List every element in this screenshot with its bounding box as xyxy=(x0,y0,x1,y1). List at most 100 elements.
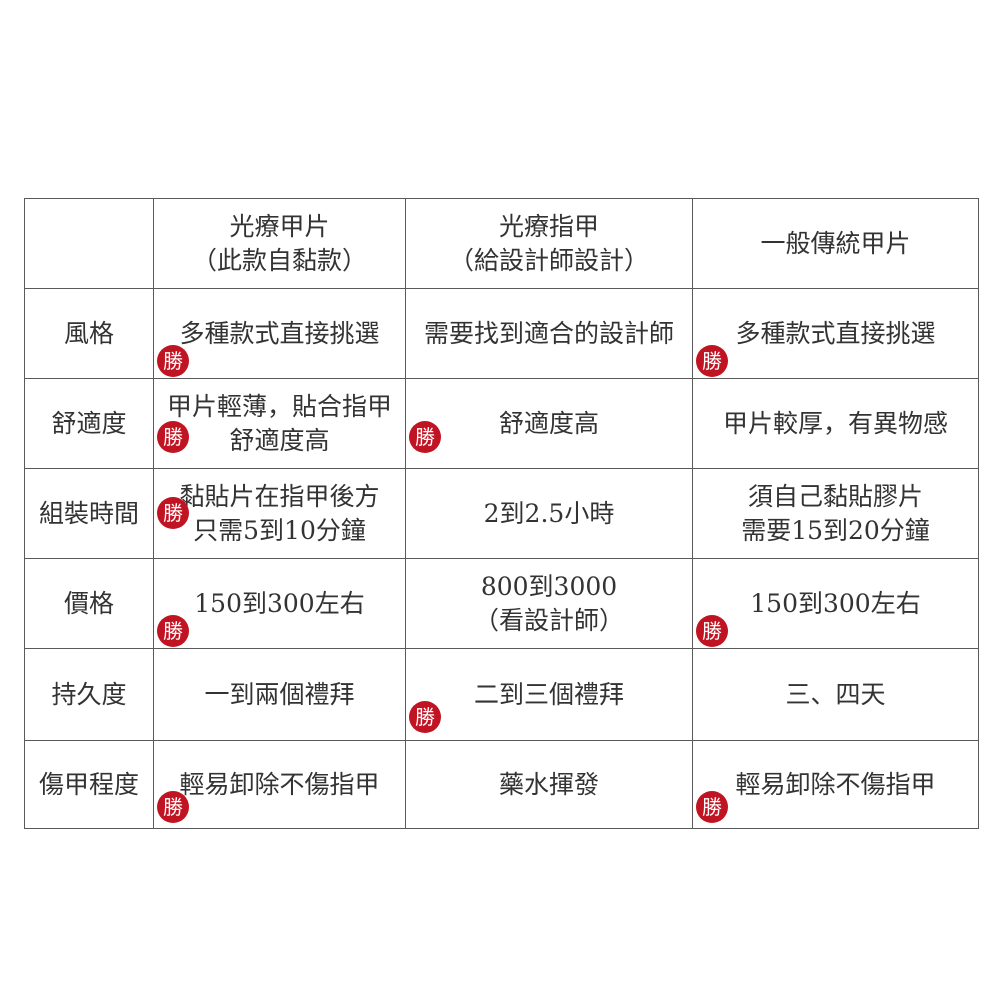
row-label: 舒適度 xyxy=(51,408,127,438)
header-corner-cell xyxy=(24,198,154,289)
cell-content: 藥水揮發 xyxy=(407,742,692,828)
cell-traditional-tips: 甲片較厚，有異物感 xyxy=(692,378,979,469)
win-badge: 勝 xyxy=(696,615,728,647)
cell-content: 甲片輕薄，貼合指甲舒適度高 xyxy=(155,380,405,468)
cell-content: 150到300左右 xyxy=(155,560,405,648)
cell-press-on-gel: 多種款式直接挑選勝 xyxy=(153,288,406,379)
cell-press-on-gel: 150到300左右勝 xyxy=(153,558,406,649)
cell-text-line: 只需5到10分鐘 xyxy=(193,515,366,545)
cell-press-on-gel: 黏貼片在指甲後方只需5到10分鐘勝 xyxy=(153,468,406,559)
cell-text-line: 須自己黏貼膠片 xyxy=(747,481,923,511)
cell-text-line: 多種款式直接挑選 xyxy=(735,318,936,348)
cell-content: 2到2.5小時 xyxy=(407,470,692,558)
cell-gel-nails: 2到2.5小時 xyxy=(405,468,693,559)
comparison-table: 光療甲片 （此款自黏款） 光療指甲 （給設計師設計） 一般傳統甲片 風格 多種款式… xyxy=(24,198,979,829)
header-line: 一般傳統甲片 xyxy=(760,228,911,258)
win-badge: 勝 xyxy=(696,345,728,377)
win-badge: 勝 xyxy=(157,497,189,529)
cell-text-line: 舒適度高 xyxy=(498,408,599,438)
header-row: 光療甲片 （此款自黏款） 光療指甲 （給設計師設計） 一般傳統甲片 xyxy=(24,198,979,289)
table-row: 舒適度甲片輕薄，貼合指甲舒適度高勝舒適度高勝甲片較厚，有異物感 xyxy=(24,378,979,469)
cell-content: 800到3000 （看設計師） xyxy=(407,560,692,648)
cell-text-line: 三、四天 xyxy=(785,679,886,709)
win-badge: 勝 xyxy=(157,345,189,377)
cell-traditional-tips: 150到300左右勝 xyxy=(692,558,979,649)
cell-content: 多種款式直接挑選 xyxy=(694,290,978,378)
cell-content: 黏貼片在指甲後方只需5到10分鐘 xyxy=(155,470,405,558)
header-cell-content: 光療指甲 （給設計師設計） xyxy=(407,200,692,288)
table-row: 持久度 一到兩個禮拜 二到三個禮拜勝 三、四天 xyxy=(24,648,979,741)
cell-press-on-gel: 輕易卸除不傷指甲勝 xyxy=(153,740,406,829)
row-label: 組裝時間 xyxy=(38,498,139,528)
win-badge: 勝 xyxy=(157,791,189,823)
cell-gel-nails: 二到三個禮拜勝 xyxy=(405,648,693,741)
row-label-cell: 持久度 xyxy=(24,648,154,741)
cell-text-line: 150到300左右 xyxy=(750,588,921,618)
row-label: 風格 xyxy=(63,318,114,348)
table-row: 傷甲程度輕易卸除不傷指甲勝藥水揮發輕易卸除不傷指甲勝 xyxy=(24,740,979,829)
cell-content: 一到兩個禮拜 xyxy=(155,650,405,740)
cell-content: 多種款式直接挑選 xyxy=(155,290,405,378)
cell-text-line: 黏貼片在指甲後方 xyxy=(179,481,380,511)
cell-text-line: 需要15到20分鐘 xyxy=(741,515,930,545)
cell-traditional-tips: 多種款式直接挑選勝 xyxy=(692,288,979,379)
row-label-content: 組裝時間 xyxy=(26,470,153,558)
cell-text-line: 150到300左右 xyxy=(194,588,365,618)
cell-text-line: 輕易卸除不傷指甲 xyxy=(179,769,380,799)
row-label-cell: 組裝時間 xyxy=(24,468,154,559)
cell-press-on-gel: 一到兩個禮拜 xyxy=(153,648,406,741)
cell-text-line: 甲片較厚，有異物感 xyxy=(722,408,948,438)
header-cell-content: 一般傳統甲片 xyxy=(694,200,978,288)
cell-content: 甲片較厚，有異物感 xyxy=(694,380,978,468)
row-label-content: 價格 xyxy=(26,560,153,648)
cell-content: 輕易卸除不傷指甲 xyxy=(155,742,405,828)
cell-text-line: 舒適度高 xyxy=(229,425,330,455)
cell-gel-nails: 舒適度高勝 xyxy=(405,378,693,469)
header-cell-content: 光療甲片 （此款自黏款） xyxy=(155,200,405,288)
cell-content: 需要找到適合的設計師 xyxy=(407,290,692,378)
cell-text-line: 800到3000 xyxy=(480,571,618,601)
win-badge: 勝 xyxy=(157,421,189,453)
win-badge: 勝 xyxy=(157,615,189,647)
cell-content: 二到三個禮拜 xyxy=(407,650,692,740)
cell-content: 輕易卸除不傷指甲 xyxy=(694,742,978,828)
header-line: （此款自黏款） xyxy=(191,245,367,275)
row-label-content: 持久度 xyxy=(26,650,153,740)
cell-content: 三、四天 xyxy=(694,650,978,740)
header-cell-traditional-tips: 一般傳統甲片 xyxy=(692,198,979,289)
cell-traditional-tips: 須自己黏貼膠片需要15到20分鐘 xyxy=(692,468,979,559)
win-badge: 勝 xyxy=(409,701,441,733)
row-label-content: 風格 xyxy=(26,290,153,378)
row-label: 持久度 xyxy=(51,679,127,709)
header-cell-gel-nails: 光療指甲 （給設計師設計） xyxy=(405,198,693,289)
row-label: 傷甲程度 xyxy=(38,769,139,799)
row-label-content: 傷甲程度 xyxy=(26,742,153,828)
cell-text-line: 一到兩個禮拜 xyxy=(204,679,355,709)
header-line: （給設計師設計） xyxy=(448,245,649,275)
comparison-table-body: 光療甲片 （此款自黏款） 光療指甲 （給設計師設計） 一般傳統甲片 風格 多種款式… xyxy=(24,198,979,829)
cell-gel-nails: 需要找到適合的設計師 xyxy=(405,288,693,379)
cell-text-line: 多種款式直接挑選 xyxy=(179,318,380,348)
cell-text-line: 需要找到適合的設計師 xyxy=(423,318,674,348)
cell-text-line: 輕易卸除不傷指甲 xyxy=(735,769,936,799)
cell-press-on-gel: 甲片輕薄，貼合指甲舒適度高勝 xyxy=(153,378,406,469)
header-line: 光療甲片 xyxy=(229,211,330,241)
cell-text-line: 2到2.5小時 xyxy=(483,498,615,528)
cell-gel-nails: 800到3000 （看設計師） xyxy=(405,558,693,649)
row-label-cell: 傷甲程度 xyxy=(24,740,154,829)
row-label-content: 舒適度 xyxy=(26,380,153,468)
cell-traditional-tips: 三、四天 xyxy=(692,648,979,741)
row-label-cell: 價格 xyxy=(24,558,154,649)
cell-traditional-tips: 輕易卸除不傷指甲勝 xyxy=(692,740,979,829)
row-label-cell: 風格 xyxy=(24,288,154,379)
row-label: 價格 xyxy=(63,588,114,618)
cell-content: 150到300左右 xyxy=(694,560,978,648)
cell-text-line: （看設計師） xyxy=(473,605,624,635)
header-cell-press-on-gel: 光療甲片 （此款自黏款） xyxy=(153,198,406,289)
cell-text-line: 甲片輕薄，貼合指甲 xyxy=(166,391,392,421)
cell-text-line: 藥水揮發 xyxy=(498,769,599,799)
row-label-cell: 舒適度 xyxy=(24,378,154,469)
cell-content: 須自己黏貼膠片需要15到20分鐘 xyxy=(694,470,978,558)
